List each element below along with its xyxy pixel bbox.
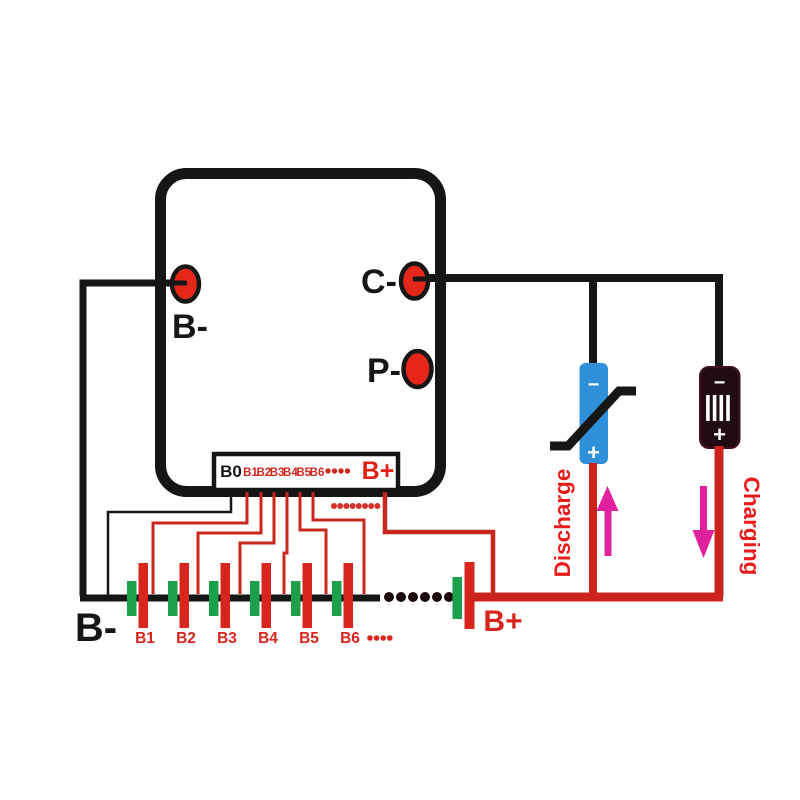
pack-negative-label: B- — [75, 606, 117, 650]
b-plus-pin-wire — [382, 480, 496, 595]
cell-3-positive-plate — [220, 563, 230, 628]
connector-continuation-dots — [325, 468, 351, 474]
cell-label-continuation-dots — [367, 635, 393, 641]
cell-label-b4: B4 — [258, 630, 278, 647]
cell-3-negative-plate — [209, 581, 219, 616]
cell-label-b6: B6 — [340, 630, 360, 647]
discharge-load-minus-label: − — [588, 374, 600, 396]
cell-label-b2: B2 — [176, 630, 196, 647]
pin-label-b2: B2 — [256, 467, 271, 479]
pin-label-b4: B4 — [283, 467, 298, 479]
charging-connector-pins-icon — [706, 395, 730, 421]
c-minus-circuit — [414, 274, 723, 371]
discharge-load-plus-label: + — [587, 440, 600, 465]
cell-6-positive-plate — [343, 563, 353, 628]
connector-b-plus-label: B+ — [362, 457, 395, 485]
sense-wires — [106, 479, 496, 595]
cell-1-positive-plate — [138, 563, 148, 628]
charging-branch: − + Charging — [692, 366, 764, 597]
cell-label-b3: B3 — [217, 630, 237, 647]
board-terminals: B- C- P- — [169, 261, 434, 390]
cell-5-positive-plate — [302, 563, 312, 628]
current-up-arrow-icon — [596, 486, 619, 556]
cell-5-negative-plate — [291, 581, 301, 616]
battery-pack — [80, 562, 723, 629]
cell-label-b1: B1 — [135, 630, 155, 647]
pin-label-b6: B6 — [310, 467, 325, 479]
cell-4-negative-plate — [250, 581, 260, 616]
cell-2-negative-plate — [168, 581, 178, 616]
sense-wire-b4 — [282, 479, 289, 594]
cell-2-positive-plate — [179, 563, 189, 628]
battery-pack-labels: B- B+ B1 B2 B3 B4 B5 B6 — [75, 605, 523, 650]
pack-positive-label: B+ — [483, 605, 522, 638]
sense-wire-b0 — [106, 479, 233, 595]
cell-n-negative-plate — [452, 577, 462, 619]
charging-label: Charging — [739, 477, 764, 576]
terminal-p-minus-dot — [401, 348, 434, 390]
pin-label-b3: B3 — [270, 467, 285, 479]
cell-label-b5: B5 — [299, 630, 319, 647]
cell-4-positive-plate — [261, 563, 271, 628]
sense-wire-b5 — [298, 479, 328, 594]
connector-strip-outline — [211, 451, 401, 493]
discharge-switch-icon — [550, 386, 636, 451]
pin-label-b0: B0 — [220, 462, 242, 481]
pack-continuation-dots — [384, 592, 454, 602]
terminal-c-minus-label: C- — [361, 263, 397, 301]
charging-connector-plus-label: + — [713, 422, 726, 447]
discharge-branch: − + Discharge — [550, 363, 636, 597]
battery-cells — [127, 563, 353, 628]
terminal-b-minus-label: B- — [172, 308, 208, 346]
connector-strip: B0 B1 B2 B3 B4 B5 B6 B+ — [211, 451, 401, 493]
sense-wire-b6 — [311, 479, 366, 594]
charging-connector-minus-label: − — [714, 372, 726, 394]
current-down-arrow-icon — [692, 486, 715, 558]
b-minus-wire — [79, 279, 178, 596]
terminal-p-minus-label: P- — [367, 352, 401, 390]
pin-label-b1: B1 — [243, 467, 258, 479]
sense-wire-b1 — [151, 479, 249, 594]
cell-6-negative-plate — [332, 581, 342, 616]
pin-label-b5: B5 — [296, 467, 311, 479]
sense-wire-b2 — [196, 479, 263, 594]
discharge-label: Discharge — [550, 469, 575, 578]
cell-1-negative-plate — [127, 581, 137, 616]
sense-wire-b3 — [238, 479, 276, 594]
sense-wire-continuation-dots — [331, 503, 381, 509]
